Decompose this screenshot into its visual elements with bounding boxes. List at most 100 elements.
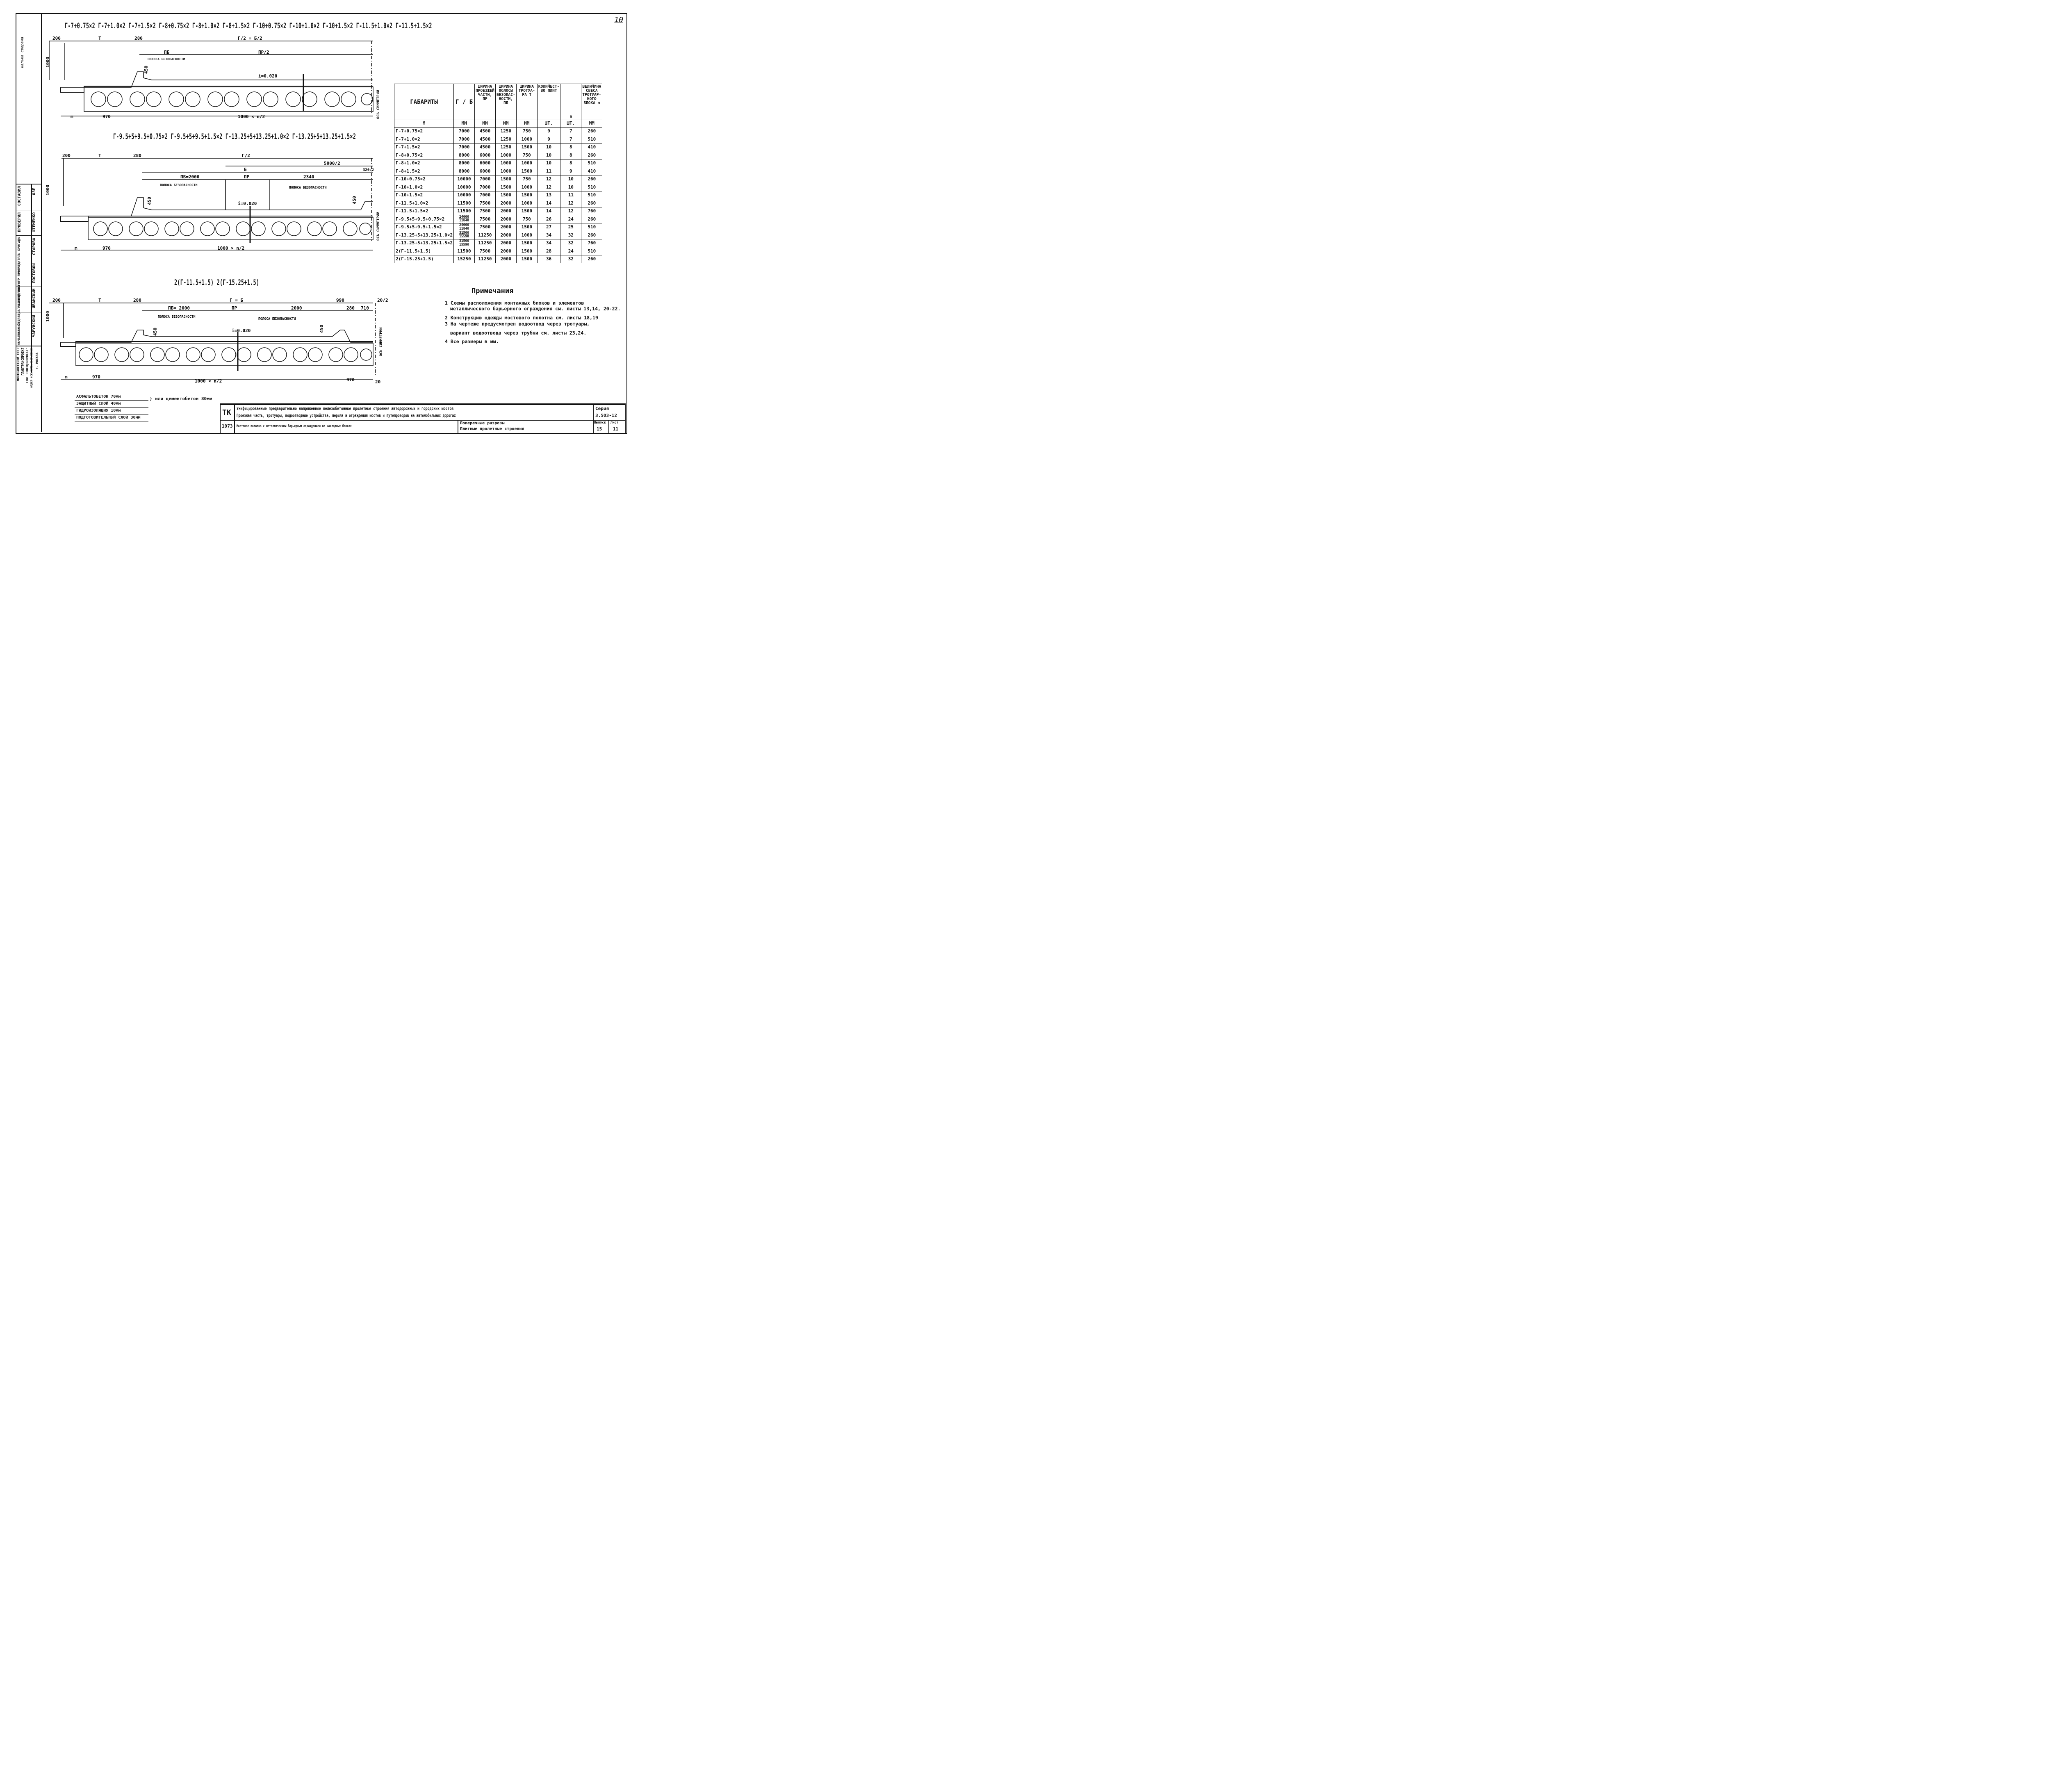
cell-pb: 1250 bbox=[495, 135, 517, 143]
cell-plates: 11 bbox=[537, 167, 561, 175]
cell-gabarit: Г-10+1.0×2 bbox=[394, 183, 454, 191]
cell-plates: 10 bbox=[537, 159, 561, 167]
section-3-gabarits: 2(Г-11.5+1.5) 2(Г-15.25+1.5) bbox=[174, 278, 260, 287]
cell-gabarit: Г-9.5+5+9.5+1.5×2 bbox=[394, 223, 454, 231]
cell-pb: 2000 bbox=[495, 239, 517, 247]
gabarits-table: ГАБАРИТЫ Г / Б ШИРИНА ПРОЕЗЖЕЙ ЧАСТИ, ПР… bbox=[394, 84, 603, 263]
cell-gabarit: Г-13.25+5+13.25+1.5×2 bbox=[394, 239, 454, 247]
cell-gabarit: 2(Г-11.5+1.5) bbox=[394, 247, 454, 255]
cell-pr: 7000 bbox=[474, 175, 496, 183]
cell-plates: 14 bbox=[537, 207, 561, 215]
cell-pb: 2000 bbox=[495, 199, 517, 207]
th-t: ШИРИНА ТРОТУА-РА Т bbox=[516, 84, 538, 119]
cell-pb: 1500 bbox=[495, 191, 517, 199]
svg-text:i=0.020: i=0.020 bbox=[232, 328, 251, 333]
cell-plates: 34 bbox=[537, 239, 561, 247]
cell-n: 7 bbox=[560, 135, 582, 143]
cell-n: 32 bbox=[560, 231, 582, 239]
cell-m: 260 bbox=[581, 151, 603, 159]
svg-text:450: 450 bbox=[319, 325, 324, 333]
sheet-title-2: Плитные пролетные строения bbox=[460, 427, 524, 431]
cell-t: 1500 bbox=[516, 207, 538, 215]
year: 1973 bbox=[222, 424, 233, 429]
svg-text:1000 × n/2: 1000 × n/2 bbox=[195, 378, 222, 384]
cell-pr: 11250 bbox=[474, 255, 496, 263]
svg-text:i=0.020: i=0.020 bbox=[258, 73, 277, 79]
svg-text:970: 970 bbox=[102, 114, 111, 119]
cell-pr: 7500 bbox=[474, 247, 496, 255]
svg-text:T: T bbox=[98, 36, 101, 41]
cell-pb: 1500 bbox=[495, 175, 517, 183]
svg-text:Г/2: Г/2 bbox=[242, 153, 250, 158]
cell-plates: 34 bbox=[537, 231, 561, 239]
svg-text:T: T bbox=[98, 298, 101, 303]
svg-text:ОСЬ СИММЕТРИИ: ОСЬ СИММЕТРИИ bbox=[376, 90, 380, 119]
cell-m: 260 bbox=[581, 231, 603, 239]
svg-text:200: 200 bbox=[62, 153, 71, 158]
cell-pb: 1250 bbox=[495, 143, 517, 151]
layers-alternative: } или цементобетон 80мм bbox=[150, 396, 212, 401]
svg-text:Г = Б: Г = Б bbox=[230, 298, 243, 303]
section-2-gabarits: Г-9.5+5+9.5+0.75×2 Г-9.5+5+9.5+1.5×2 Г-1… bbox=[113, 132, 356, 141]
cell-m: 260 bbox=[581, 127, 603, 135]
cell-m: 510 bbox=[581, 223, 603, 231]
cell-n: 12 bbox=[560, 207, 582, 215]
cell-gabarit: Г-11.5+1.5×2 bbox=[394, 207, 454, 215]
svg-text:2000: 2000 bbox=[291, 305, 302, 311]
svg-text:1000 × n/2: 1000 × n/2 bbox=[238, 114, 265, 119]
org-line: г. МОСКВА bbox=[35, 353, 39, 369]
cell-plates: 10 bbox=[537, 143, 561, 151]
svg-text:ПР: ПР bbox=[232, 305, 237, 311]
cell-gb: 7000 bbox=[453, 135, 475, 143]
svg-text:ПОЛОСА БЕЗОПАСНОСТИ: ПОЛОСА БЕЗОПАСНОСТИ bbox=[158, 315, 196, 319]
cell-n: 10 bbox=[560, 175, 582, 183]
svg-text:1000: 1000 bbox=[45, 185, 50, 196]
cell-gabarit: Г-9.5+5+9.5+0.75×2 bbox=[394, 215, 454, 223]
cell-n: 12 bbox=[560, 199, 582, 207]
svg-text:450: 450 bbox=[144, 66, 149, 74]
svg-text:320/2: 320/2 bbox=[363, 168, 374, 172]
sheet-title-1: Поперечные разрезы bbox=[460, 421, 505, 426]
cell-pr: 11250 bbox=[474, 231, 496, 239]
cell-m: 510 bbox=[581, 183, 603, 191]
svg-text:ПР: ПР bbox=[244, 174, 250, 180]
svg-text:200: 200 bbox=[52, 36, 61, 41]
svg-text:280: 280 bbox=[134, 36, 143, 41]
cell-t: 750 bbox=[516, 175, 538, 183]
svg-text:710: 710 bbox=[361, 305, 369, 311]
unit: ММ bbox=[474, 119, 496, 128]
cell-gabarit: Г-13.25+5+13.25+1.0×2 bbox=[394, 231, 454, 239]
name: ОЗЕ bbox=[32, 188, 36, 196]
issue-label: Выпуск bbox=[594, 421, 606, 424]
cell-t: 1000 bbox=[516, 199, 538, 207]
series-value: 3.503-12 bbox=[595, 413, 617, 418]
cell-n: 24 bbox=[560, 247, 582, 255]
cell-pr: 4500 bbox=[474, 135, 496, 143]
th-m: ВЕЛИЧИНА СВЕСА ТРОТУАР-НОГО БЛОКА m bbox=[581, 84, 603, 119]
svg-text:1000: 1000 bbox=[45, 311, 50, 322]
cell-pr: 7500 bbox=[474, 199, 496, 207]
role: ПРОВЕРИЛ bbox=[17, 212, 22, 232]
cell-t: 750 bbox=[516, 151, 538, 159]
title-block: ТК Унифицированные предварительно напряж… bbox=[220, 403, 626, 433]
cell-t: 1000 bbox=[516, 183, 538, 191]
cell-n: 24 bbox=[560, 215, 582, 223]
svg-text:1000: 1000 bbox=[45, 57, 50, 68]
cell-pr: 6000 bbox=[474, 167, 496, 175]
org-line: МИНТРАНССТРОЙ СССР bbox=[16, 348, 20, 381]
svg-text:20: 20 bbox=[375, 379, 380, 385]
cell-plates: 28 bbox=[537, 247, 561, 255]
cell-gb: 7000 bbox=[453, 143, 475, 151]
cell-gb: 10000 bbox=[453, 175, 475, 183]
section-1-drawing: 200 T 280 Г/2 = Б/2 ПБ ПР/2 ПОЛОСА БЕЗОП… bbox=[45, 36, 380, 119]
cell-gb: 11500 bbox=[453, 247, 475, 255]
